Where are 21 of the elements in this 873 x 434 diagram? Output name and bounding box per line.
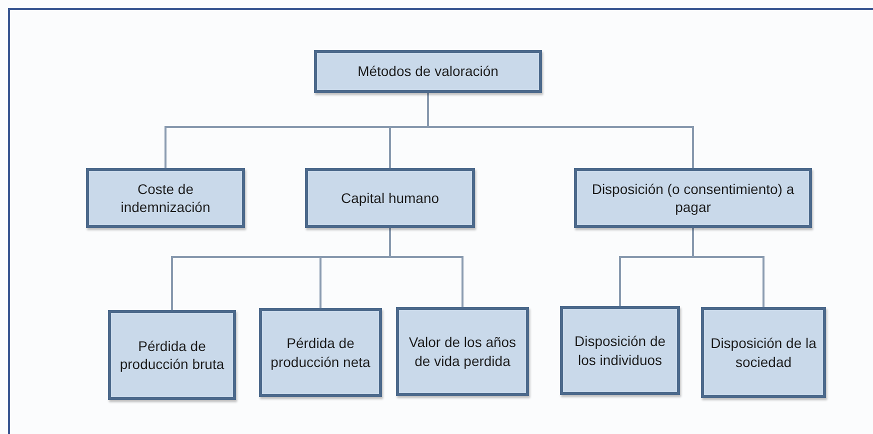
category-box [86, 168, 245, 228]
box-label: Disposición (o consentimiento) a pagar [590, 180, 796, 216]
box-label: Pérdida de producción bruta [118, 336, 226, 374]
category-box [305, 168, 475, 228]
box-label: Coste de indemnización [120, 180, 212, 216]
category-box [314, 50, 542, 93]
connector-line [389, 228, 464, 307]
connector-line [692, 228, 764, 307]
connector-line [427, 93, 694, 168]
box-label: Capital humano [340, 188, 440, 208]
category-box [396, 307, 529, 396]
category-box [701, 307, 826, 398]
category-box [108, 310, 236, 400]
box-label: Disposición de la sociedad [710, 334, 818, 371]
category-box [560, 306, 680, 395]
category-box [259, 308, 382, 397]
box-label: Disposición de los individuos [573, 332, 667, 369]
box-label: Pérdida de producción neta [270, 334, 372, 371]
box-label: Valor de los años de vida perdida [408, 333, 518, 370]
category-box [574, 168, 812, 228]
box-label: Métodos de valoración [356, 62, 500, 81]
